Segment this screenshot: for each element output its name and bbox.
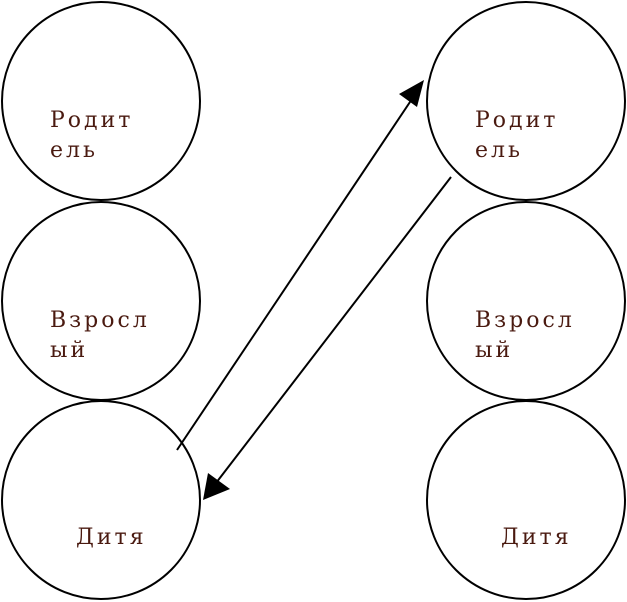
left-adult-circle — [1, 201, 201, 401]
left-child-state: Дитя — [1, 400, 201, 600]
arrow-parent-to-child-head — [203, 473, 230, 500]
arrow-child-to-parent — [176, 80, 424, 451]
right-parent-state: Родит ель — [426, 1, 626, 201]
left-child-label: Дитя — [76, 525, 147, 550]
right-adult-label-line2: ый — [475, 338, 513, 363]
left-parent-circle — [1, 1, 201, 201]
right-parent-circle — [426, 1, 626, 201]
arrow-child-to-parent-head — [399, 80, 424, 107]
right-parent-label-line1: Родит — [475, 108, 558, 133]
left-adult-state: Взросл ый — [1, 201, 201, 401]
left-adult-label-line2: ый — [50, 338, 88, 363]
right-adult-circle — [426, 201, 626, 401]
right-adult-label-line1: Взросл — [475, 308, 575, 333]
right-child-state: Дитя — [426, 400, 626, 600]
left-parent-label-line1: Родит — [50, 108, 133, 133]
right-child-label: Дитя — [501, 525, 572, 550]
left-adult-label-line1: Взросл — [50, 308, 150, 333]
right-parent-label-line2: ель — [475, 138, 523, 163]
arrow-parent-to-child-line — [215, 176, 452, 484]
right-child-circle — [426, 400, 626, 600]
arrow-parent-to-child — [203, 176, 452, 500]
left-parent-state: Родит ель — [1, 1, 201, 201]
arrow-child-to-parent-line — [176, 95, 415, 451]
left-parent-label-line2: ель — [50, 138, 98, 163]
right-adult-state: Взросл ый — [426, 201, 626, 401]
left-child-circle — [1, 400, 201, 600]
